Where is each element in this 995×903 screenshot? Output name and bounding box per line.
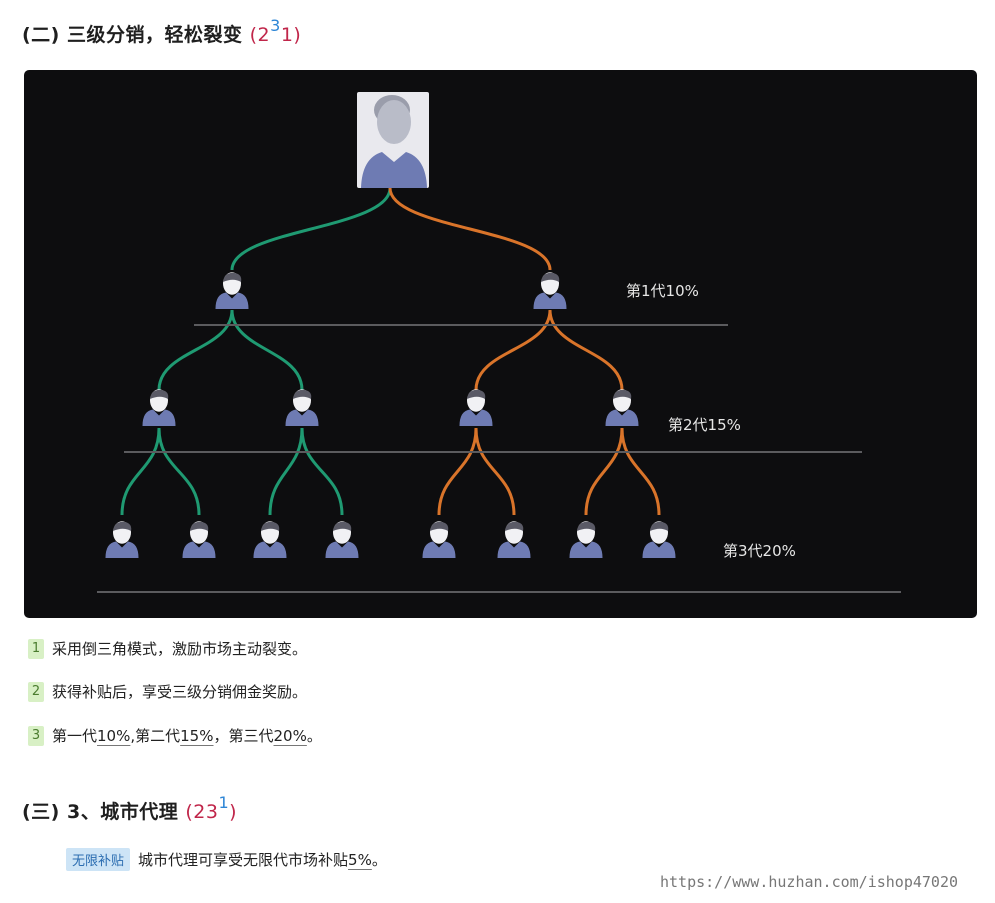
section-prefix: (三) — [22, 801, 60, 823]
root-right-connector — [388, 187, 552, 271]
generation-2-label: 第2代15% — [668, 416, 741, 434]
reference-sup[interactable]: 3 — [270, 16, 281, 35]
point-text: 获得补贴后，享受三级分销佣金奖励。 — [52, 683, 308, 701]
reference[interactable]: (231) — [185, 793, 238, 823]
l2-connector — [157, 427, 201, 516]
l1-connector — [230, 309, 304, 391]
level3-person-icon — [325, 521, 359, 558]
point-1: 1 采用倒三角模式，激励市场主动裂变。 — [28, 638, 307, 659]
l2-connector — [300, 427, 344, 516]
l2-connector — [120, 427, 161, 516]
level2-person-icon — [285, 389, 319, 426]
point-2: 2 获得补贴后，享受三级分销佣金奖励。 — [28, 681, 307, 702]
point-text: ,第二代 — [130, 727, 181, 745]
level2-person-icon — [459, 389, 493, 426]
point-text: 采用倒三角模式，激励市场主动裂变。 — [52, 640, 308, 658]
l1-connector — [548, 309, 624, 391]
level3-person-icon — [642, 521, 676, 558]
distribution-tree-diagram: 第1代10% 第2代15% 第3代20% — [24, 70, 977, 618]
section-title: 3、城市代理 — [67, 801, 179, 823]
generation-3-label: 第3代20% — [723, 542, 796, 560]
point-text: ，第三代 — [213, 727, 274, 745]
gen1-rate: 10% — [97, 726, 131, 745]
reference[interactable]: (231) — [249, 16, 302, 46]
gen2-rate: 15% — [180, 726, 214, 745]
l2-connector — [268, 427, 304, 516]
l1-connector — [474, 309, 552, 391]
l1-connector — [157, 309, 234, 391]
city-agent-note: 无限补贴 城市代理可享受无限代市场补贴 5% 。 — [66, 848, 387, 871]
generation-1-divider — [194, 324, 728, 326]
reference-sup[interactable]: 1 — [218, 793, 230, 812]
root-person-icon — [361, 95, 427, 188]
section-prefix: (二) — [22, 24, 60, 46]
point-number: 1 — [28, 638, 44, 659]
l2-connector — [584, 427, 624, 516]
level3-person-icon — [105, 521, 139, 558]
city-agent-rate: 5% — [348, 850, 372, 869]
point-number: 2 — [28, 681, 44, 702]
unlimited-subsidy-tag: 无限补贴 — [66, 848, 131, 871]
level1-person-icon — [533, 272, 567, 309]
point-3: 3 第一代 10% ,第二代 15% ，第三代 20% 。 — [28, 725, 322, 746]
tree-svg — [105, 92, 676, 558]
point-number: 3 — [28, 725, 44, 746]
level3-person-icon — [497, 521, 531, 558]
level3-person-icon — [569, 521, 603, 558]
level2-person-icon — [142, 389, 176, 426]
city-agent-text: 城市代理可享受无限代市场补贴 — [138, 851, 349, 869]
level3-person-icon — [422, 521, 456, 558]
l2-connector — [437, 427, 478, 516]
level3-person-icon — [253, 521, 287, 558]
generation-1-label: 第1代10% — [626, 282, 699, 300]
section-3-heading: (三) 3、城市代理 (231) — [22, 793, 238, 824]
l2-connector — [474, 427, 516, 516]
level3-person-icon — [182, 521, 216, 558]
level1-person-icon — [215, 272, 249, 309]
section-2-heading: (二) 三级分销，轻松裂变 (231) — [22, 16, 302, 47]
point-text: 。 — [306, 727, 322, 745]
point-text: 第一代 — [52, 727, 98, 745]
section-title: 三级分销，轻松裂变 — [67, 24, 243, 46]
watermark-url: https://www.huzhan.com/ishop47020 — [660, 873, 959, 891]
generation-2-divider — [124, 451, 862, 453]
root-left-connector — [230, 187, 392, 271]
generation-3-divider — [97, 591, 901, 593]
l2-connector — [620, 427, 661, 516]
level2-person-icon — [605, 389, 639, 426]
gen3-rate: 20% — [273, 726, 307, 745]
city-agent-end: 。 — [371, 851, 387, 869]
